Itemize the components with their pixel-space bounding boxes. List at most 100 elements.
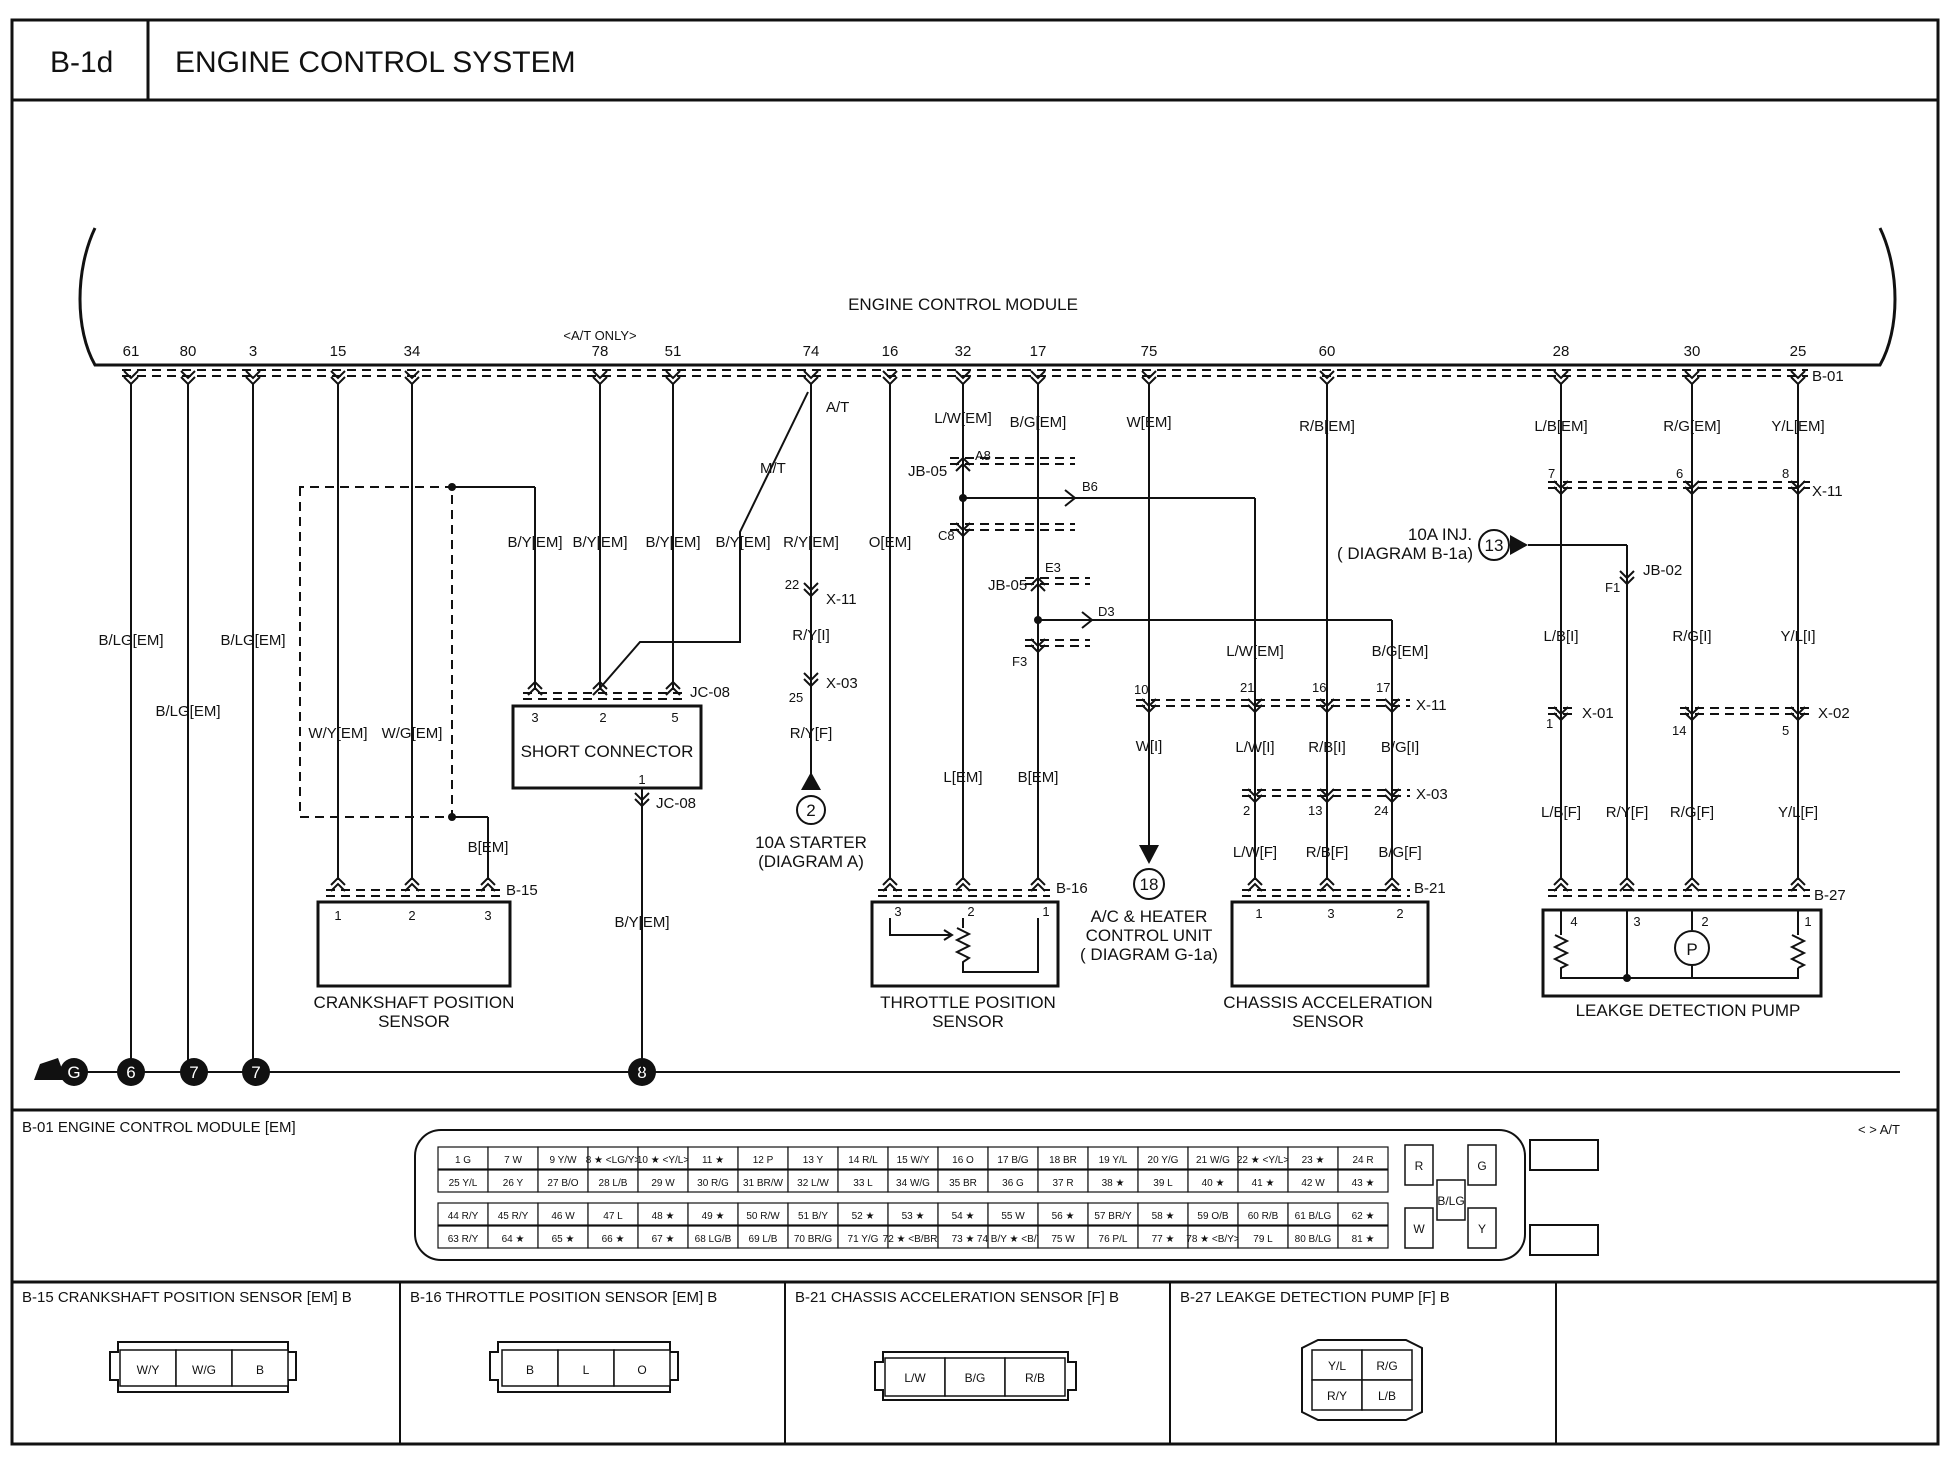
wire-rg-label: R/G[EM] xyxy=(1663,418,1721,435)
ecm-pin-text: 16 O xyxy=(952,1155,974,1166)
b15-connector: W/Y W/G B xyxy=(109,1341,297,1393)
svg-text:3: 3 xyxy=(484,908,491,923)
ecm-pin-text: 52 ★ xyxy=(852,1211,875,1222)
wire-o-label: O[EM] xyxy=(869,534,912,551)
svg-text:X-03: X-03 xyxy=(1416,786,1448,803)
ecm-pin-text: 22 ★ <Y/L> xyxy=(1237,1155,1289,1166)
ecm-pin-text: 53 ★ xyxy=(902,1211,925,1222)
svg-text:A8: A8 xyxy=(975,448,991,463)
svg-text:14: 14 xyxy=(1672,723,1686,738)
ecm-connector-title: B-01 ENGINE CONTROL MODULE [EM] xyxy=(22,1119,296,1136)
inj-ref-icon xyxy=(1478,529,1510,561)
svg-text:3: 3 xyxy=(531,710,538,725)
pin-30: 30 xyxy=(1684,343,1701,360)
ecm-pin-text: 63 R/Y xyxy=(448,1234,479,1245)
svg-text:R/B: R/B xyxy=(1025,1371,1045,1385)
wire-bgf-label: B/G[F] xyxy=(1378,844,1421,861)
ecm-pin-text: 75 W xyxy=(1051,1234,1075,1245)
ecm-pin-text: 29 W xyxy=(651,1178,675,1189)
ecm-pin-text: 61 B/LG xyxy=(1295,1211,1332,1222)
ecm-pin-text: 55 W xyxy=(1001,1211,1025,1222)
svg-text:4: 4 xyxy=(1570,914,1577,929)
svg-text:7: 7 xyxy=(1548,466,1555,481)
pin-51: 51 xyxy=(665,343,682,360)
jc08-bottom-label: JC-08 xyxy=(656,795,696,812)
wire-lwi-label: L/W[I] xyxy=(1235,739,1274,756)
ecm-pin-text: 59 O/B xyxy=(1197,1211,1228,1222)
b27-label: B-27 xyxy=(1814,887,1846,904)
ecm-pin-text: 32 L/W xyxy=(797,1178,829,1189)
b01-label: B-01 xyxy=(1812,368,1844,385)
ecm-pin-text: 71 Y/G xyxy=(848,1234,879,1245)
b16-connector: B L O xyxy=(489,1341,679,1393)
ecm-pin-text: 43 ★ xyxy=(1352,1178,1375,1189)
ecm-pin-text: 26 Y xyxy=(503,1178,524,1189)
b15-label: B-15 xyxy=(506,882,538,899)
ecm-pin-text: 38 ★ xyxy=(1102,1178,1125,1189)
svg-text:X-01: X-01 xyxy=(1582,705,1614,722)
svg-text:1: 1 xyxy=(1804,914,1811,929)
svg-text:1: 1 xyxy=(1546,716,1553,731)
ecm-pin-text: 12 P xyxy=(753,1155,774,1166)
inj-label-1: 10A INJ. xyxy=(1408,525,1472,544)
ecm-label: ENGINE CONTROL MODULE xyxy=(848,295,1078,314)
wire-61-label: B/LG[EM] xyxy=(98,632,163,649)
svg-text:C8: C8 xyxy=(938,528,955,543)
ecm-pin-text: 27 B/O xyxy=(547,1178,578,1189)
svg-text:5: 5 xyxy=(1782,723,1789,738)
wire-80-label: B/LG[EM] xyxy=(155,703,220,720)
shield-wire-label: B[EM] xyxy=(468,839,509,856)
ecm-pin-text: 51 B/Y xyxy=(798,1211,828,1222)
heater-label-2: CONTROL UNIT xyxy=(1086,926,1213,945)
ecm-pin-text: 10 ★ <Y/L> xyxy=(637,1155,689,1166)
ecm-pin-text: 74 B/Y ★ <B/Y> xyxy=(977,1234,1049,1245)
ecm-pin-text: 65 ★ xyxy=(552,1234,575,1245)
wire-rbi-label: R/B[I] xyxy=(1308,739,1346,756)
svg-text:X-03: X-03 xyxy=(826,675,858,692)
svg-text:L: L xyxy=(583,1363,590,1377)
ecm-pin-cell xyxy=(1337,1146,1389,1170)
ecm-pin-text: 67 ★ xyxy=(652,1234,675,1245)
pin-80: 80 xyxy=(180,343,197,360)
wire-yli-label: Y/L[I] xyxy=(1780,628,1815,645)
ecm-pin-text: 46 W xyxy=(551,1211,575,1222)
ecm-connector-marks xyxy=(123,370,1806,385)
ecm-pin-text: 34 W/G xyxy=(896,1178,930,1189)
wire-bgi-label: B/G[I] xyxy=(1381,739,1419,756)
svg-text:13: 13 xyxy=(1485,536,1504,555)
pin-3: 3 xyxy=(249,343,257,360)
pin-16: 16 xyxy=(882,343,899,360)
wire-l-em-label: L[EM] xyxy=(943,769,982,786)
ecm-pin-text: 23 ★ xyxy=(1302,1155,1325,1166)
heater-label-3: ( DIAGRAM G-1a) xyxy=(1080,945,1218,964)
starter-ref-icon xyxy=(796,795,826,825)
wire-wi-label: W[I] xyxy=(1136,738,1163,755)
wire-bg-label: B/G[EM] xyxy=(1010,414,1067,431)
wire-b-em-label: B[EM] xyxy=(1018,769,1059,786)
ecm-pin-text: 48 ★ xyxy=(652,1211,675,1222)
wire-lwf-label: L/W[F] xyxy=(1233,844,1277,861)
svg-text:G: G xyxy=(1477,1159,1486,1173)
svg-text:17: 17 xyxy=(1376,680,1390,695)
ecm-pin-text: 20 Y/G xyxy=(1148,1155,1179,1166)
svg-text:6: 6 xyxy=(1676,466,1683,481)
svg-text:Y/L: Y/L xyxy=(1328,1359,1346,1373)
svg-text:B/G: B/G xyxy=(965,1371,986,1385)
wire-lb-label: L/B[EM] xyxy=(1534,418,1587,435)
ecm-pin-text: 18 BR xyxy=(1049,1155,1077,1166)
pin-74: 74 xyxy=(803,343,820,360)
b27-connector-title: B-27 LEAKGE DETECTION PUMP [F] B xyxy=(1180,1289,1450,1306)
ecm-pin-text: 68 LG/B xyxy=(695,1234,732,1245)
ecm-pin-text: 64 ★ xyxy=(502,1234,525,1245)
ecm-pin-text: 79 L xyxy=(1253,1234,1273,1245)
b16-connector-title: B-16 THROTTLE POSITION SENSOR [EM] B xyxy=(410,1289,717,1306)
svg-text:3: 3 xyxy=(1633,914,1640,929)
wire-lbf-label: L/B[F] xyxy=(1541,804,1581,821)
ecm-pin-text: 81 ★ xyxy=(1352,1234,1375,1245)
pin-61: 61 xyxy=(123,343,140,360)
wire-ry-label: R/Y[EM] xyxy=(783,534,839,551)
svg-text:L/W: L/W xyxy=(904,1371,926,1385)
ground-8: 8 xyxy=(637,1063,646,1082)
